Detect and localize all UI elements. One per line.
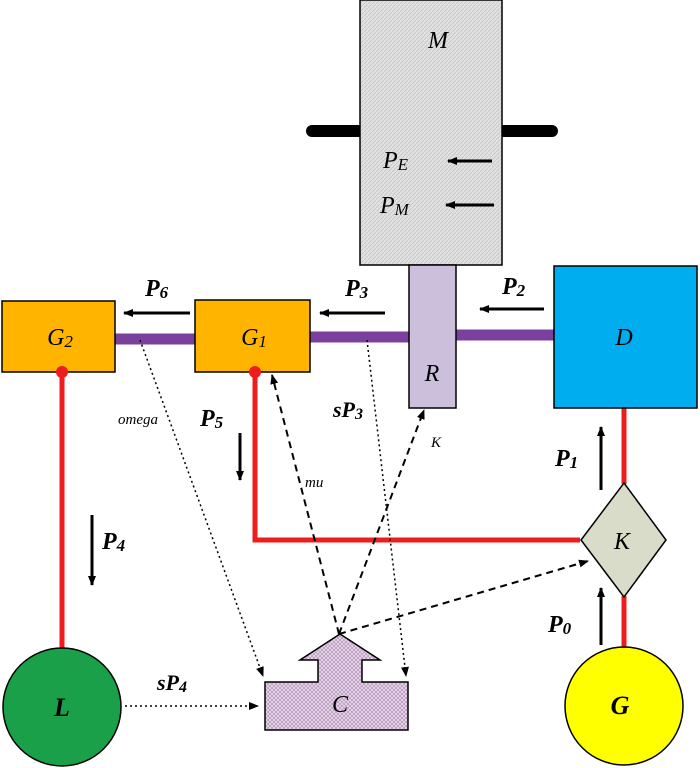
k-signal-label: K	[430, 435, 442, 451]
sp4-label: sP4	[156, 670, 187, 696]
node-d-label: D	[614, 325, 632, 351]
p6-label: P6	[144, 276, 169, 302]
p1-label: P1	[554, 446, 578, 472]
omega-signal-line	[140, 340, 263, 676]
node-c-label: C	[332, 692, 349, 718]
mu-label: mu	[305, 475, 323, 491]
p5-label: P5	[199, 406, 224, 432]
g1-terminal	[249, 366, 261, 378]
g2-terminal	[56, 366, 68, 378]
p3-label: P3	[344, 276, 369, 302]
sp3-label: sP3	[332, 397, 363, 423]
p2-label: P2	[501, 274, 526, 300]
node-k-label: K	[613, 529, 632, 555]
p0-label: P0	[547, 612, 572, 638]
machine-m-label: M	[427, 28, 450, 54]
node-r-label: R	[424, 361, 440, 387]
omega-label: omega	[118, 412, 158, 428]
node-l-label: L	[53, 693, 70, 722]
k-control-line	[339, 410, 424, 634]
mu-control-line	[272, 375, 339, 634]
node-g-label: G	[611, 691, 630, 720]
p4-label: P4	[101, 529, 125, 555]
